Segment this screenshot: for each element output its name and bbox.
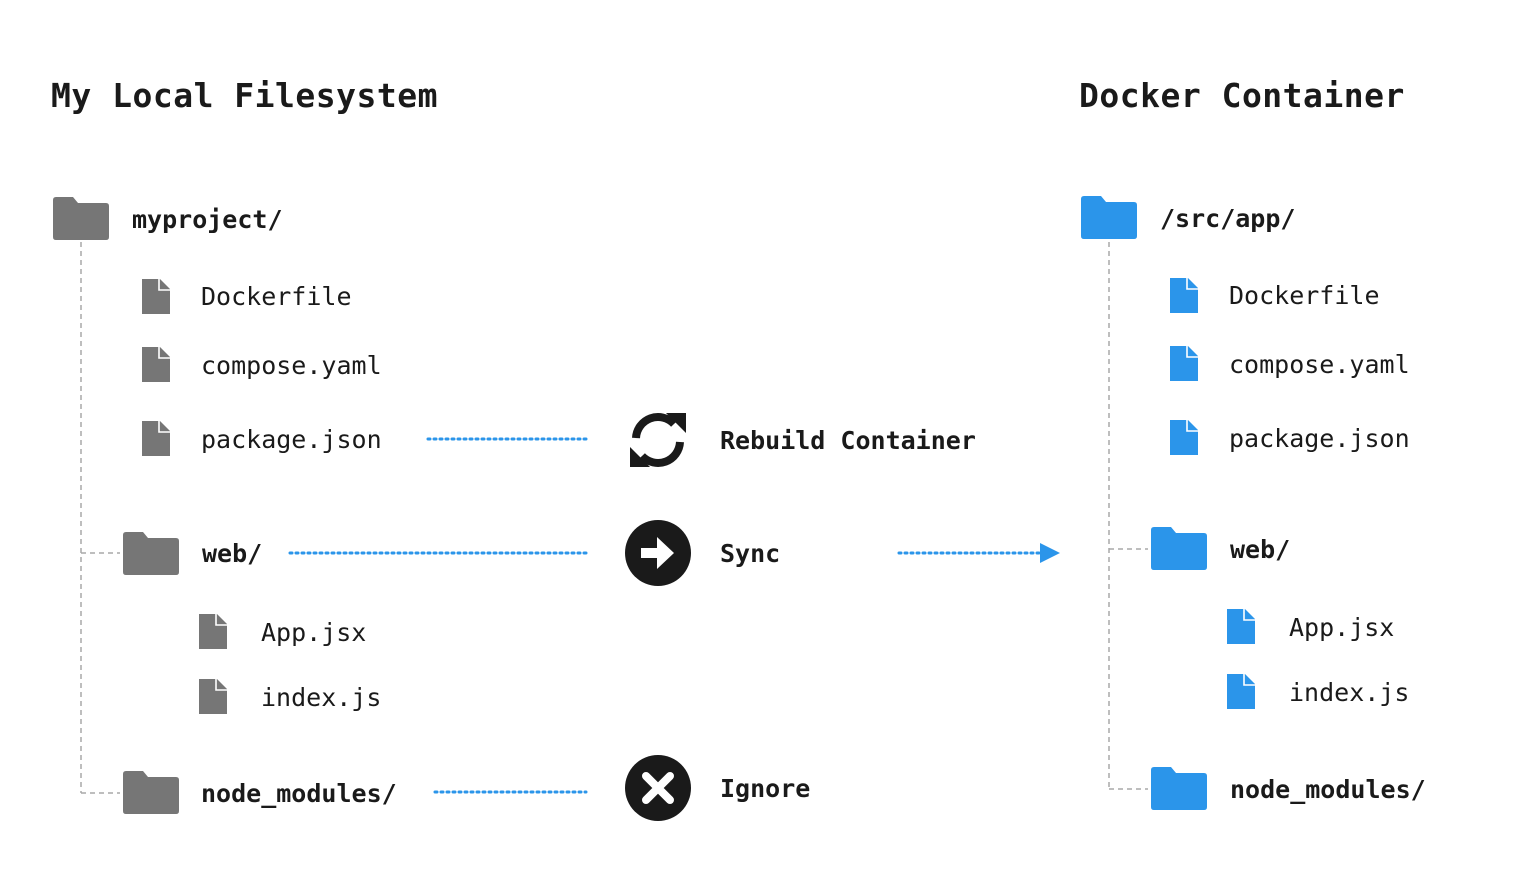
file-icon <box>1227 609 1255 644</box>
local-root-folder-label[interactable]: myproject/ <box>132 205 283 234</box>
file-icon <box>1227 674 1255 709</box>
x-circle-icon <box>624 754 692 822</box>
local-file-compose[interactable]: compose.yaml <box>201 351 382 380</box>
docker-container-title: Docker Container <box>1079 76 1405 115</box>
file-icon <box>142 421 170 456</box>
file-icon <box>1170 346 1198 381</box>
container-file-compose[interactable]: compose.yaml <box>1229 350 1410 379</box>
file-icon <box>199 679 227 714</box>
folder-icon <box>1149 766 1209 811</box>
file-icon <box>142 279 170 314</box>
sync-label: Sync <box>720 539 781 568</box>
container-file-app-jsx[interactable]: App.jsx <box>1289 613 1395 642</box>
rebuild-container-label: Rebuild Container <box>720 426 976 455</box>
connector-arrowhead <box>1040 543 1060 563</box>
local-file-app-jsx[interactable]: App.jsx <box>261 618 367 647</box>
folder-icon <box>121 770 181 815</box>
file-icon <box>1170 278 1198 313</box>
file-icon <box>1170 420 1198 455</box>
container-file-index-js[interactable]: index.js <box>1289 678 1410 707</box>
arrow-right-circle-icon <box>624 519 692 587</box>
local-file-dockerfile[interactable]: Dockerfile <box>201 282 352 311</box>
local-file-package-json[interactable]: package.json <box>201 425 382 454</box>
local-tree-line <box>80 242 120 794</box>
container-root-folder-label[interactable]: /src/app/ <box>1160 204 1296 233</box>
folder-icon <box>1079 195 1139 240</box>
container-web-folder-label[interactable]: web/ <box>1230 535 1291 564</box>
local-web-folder-label[interactable]: web/ <box>202 539 263 568</box>
container-tree-line <box>1108 242 1148 790</box>
local-filesystem-title: My Local Filesystem <box>51 76 438 115</box>
local-node-modules-label[interactable]: node_modules/ <box>201 779 397 808</box>
refresh-icon <box>626 408 690 472</box>
local-file-index-js[interactable]: index.js <box>261 683 382 712</box>
container-node-modules-label[interactable]: node_modules/ <box>1230 775 1426 804</box>
container-file-package-json[interactable]: package.json <box>1229 424 1410 453</box>
folder-icon <box>121 531 181 576</box>
file-icon <box>142 347 170 382</box>
container-file-dockerfile[interactable]: Dockerfile <box>1229 281 1380 310</box>
file-icon <box>199 614 227 649</box>
folder-icon <box>1149 526 1209 571</box>
folder-icon <box>51 196 111 241</box>
ignore-label: Ignore <box>720 774 811 803</box>
